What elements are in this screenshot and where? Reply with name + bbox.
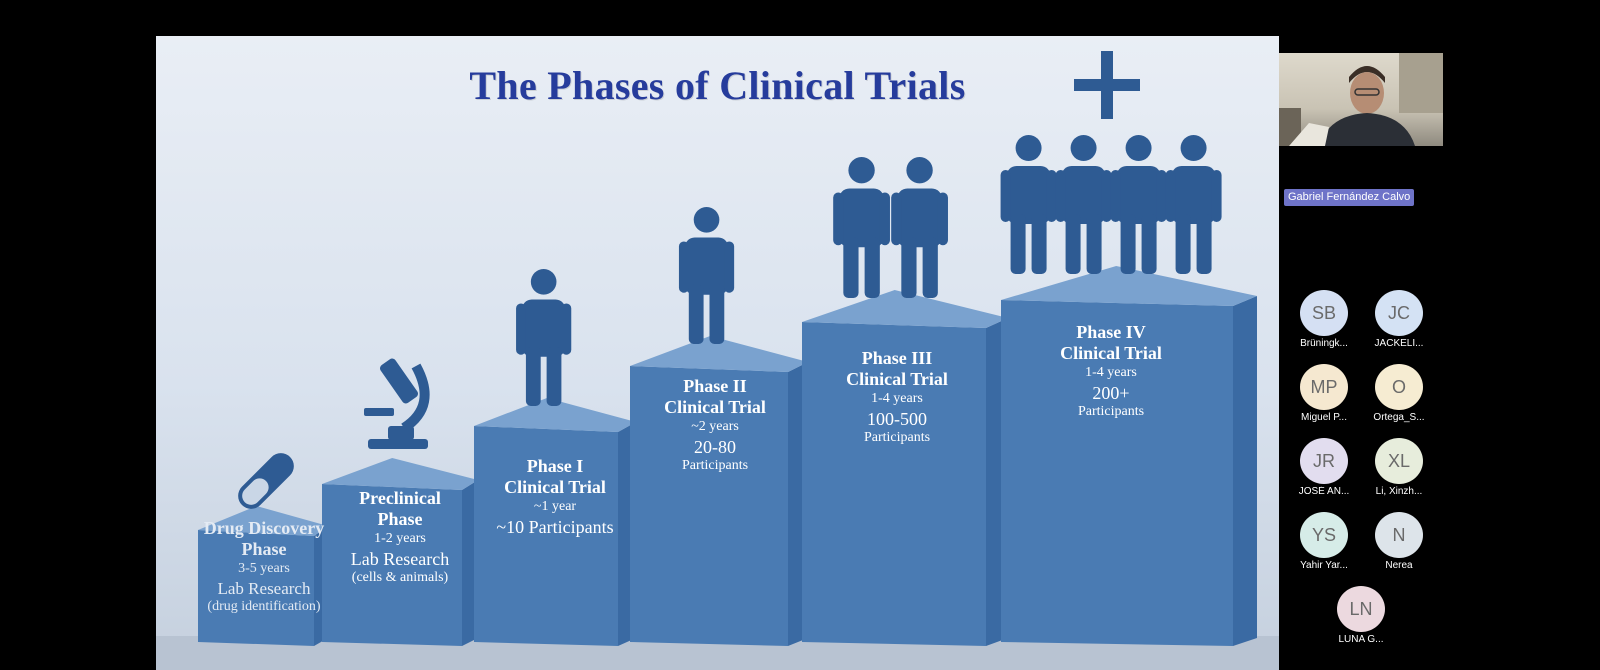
step-primary: 100-500 bbox=[867, 409, 927, 430]
person-icon bbox=[516, 268, 572, 406]
participant-name: JACKELI... bbox=[1374, 338, 1424, 349]
participant-tile[interactable]: LN LUNA G... bbox=[1323, 586, 1399, 645]
participant-tile[interactable]: O Ortega_S... bbox=[1361, 364, 1437, 423]
step-duration: 1-4 years bbox=[1085, 365, 1137, 381]
step-primary: 20-80 bbox=[694, 437, 736, 458]
participant-name: JOSÉ AN... bbox=[1298, 486, 1350, 497]
plus-icon bbox=[1074, 51, 1140, 119]
person-icon bbox=[891, 157, 948, 298]
participant-tile[interactable]: MP Miguel P... bbox=[1286, 364, 1362, 423]
participant-tile[interactable]: JC JACKELI... bbox=[1361, 290, 1437, 349]
step-name: Drug Discovery bbox=[203, 518, 325, 538]
participant-name: Ortega_S... bbox=[1373, 412, 1425, 423]
step-duration: 1-2 years bbox=[374, 531, 426, 547]
participant-tile[interactable]: N Nerea bbox=[1361, 512, 1437, 571]
avatar: YS bbox=[1300, 512, 1348, 558]
stair-front bbox=[322, 484, 462, 646]
slide-title: The Phases of Clinical Trials bbox=[469, 63, 966, 108]
person-icon bbox=[1000, 135, 1057, 274]
stair-front bbox=[1001, 300, 1233, 646]
pill-icon bbox=[238, 453, 294, 509]
stair-side bbox=[1233, 296, 1257, 646]
step-duration: 3-5 years bbox=[238, 561, 290, 577]
step-name: Clinical Trial bbox=[1060, 342, 1162, 363]
avatar: MP bbox=[1300, 364, 1348, 410]
microscope-icon bbox=[364, 358, 430, 449]
step-secondary: Participants bbox=[863, 430, 931, 446]
step-secondary: Participants bbox=[681, 458, 749, 474]
participant-tile[interactable]: SB Brüningk... bbox=[1286, 290, 1362, 349]
step-secondary: Participants bbox=[1077, 404, 1145, 420]
participant-name: Yahir Yar... bbox=[1300, 560, 1348, 571]
step-primary: Lab Research bbox=[350, 549, 450, 570]
step-duration: 1-4 years bbox=[871, 391, 923, 407]
avatar: O bbox=[1375, 364, 1423, 410]
step-primary: Lab Research bbox=[217, 579, 311, 599]
participant-tile[interactable]: JR JOSÉ AN... bbox=[1286, 438, 1362, 497]
step-name: Phase I bbox=[526, 456, 584, 476]
step-name: Phase IV bbox=[1076, 322, 1146, 342]
participant-tile[interactable]: XL Li, Xinzh... bbox=[1361, 438, 1437, 497]
stair-front bbox=[630, 366, 788, 646]
person-icon bbox=[833, 157, 890, 298]
participant-tile[interactable]: YS Yahir Yar... bbox=[1286, 512, 1362, 571]
participant-name: Brüningk... bbox=[1300, 338, 1348, 349]
step-name: Clinical Trial bbox=[504, 476, 606, 497]
step-duration: ~2 years bbox=[691, 419, 739, 435]
step-name: Phase II bbox=[683, 376, 747, 396]
step-name: Phase III bbox=[861, 348, 933, 368]
step-name: Phase bbox=[241, 538, 287, 559]
avatar: JC bbox=[1375, 290, 1423, 336]
shared-slide: The Phases of Clinical Trials Drug Disco… bbox=[156, 36, 1279, 670]
person-icon bbox=[1165, 135, 1222, 274]
avatar: SB bbox=[1300, 290, 1348, 336]
speaker-silhouette bbox=[1279, 53, 1443, 146]
stair-top bbox=[322, 458, 478, 490]
stair-top bbox=[1001, 266, 1257, 306]
step-name: Phase bbox=[377, 508, 423, 529]
avatar: N bbox=[1375, 512, 1423, 558]
participant-name: Nerea bbox=[1385, 560, 1413, 571]
speaker-video[interactable] bbox=[1279, 53, 1443, 146]
step-name: Clinical Trial bbox=[846, 368, 948, 389]
speaker-name-tag: Gabriel Fernández Calvo bbox=[1284, 189, 1415, 206]
step-primary: ~10 Participants bbox=[496, 517, 614, 538]
stairs-graphic bbox=[156, 51, 1279, 670]
avatar: XL bbox=[1375, 438, 1423, 484]
step-primary: 200+ bbox=[1092, 383, 1130, 404]
stair-top bbox=[630, 336, 808, 372]
stair-front bbox=[198, 530, 314, 646]
step-secondary: (cells & animals) bbox=[351, 570, 449, 586]
stair-top bbox=[198, 506, 328, 536]
person-icon bbox=[1055, 135, 1112, 274]
participant-name: Li, Xinzh... bbox=[1375, 486, 1423, 497]
participant-name: Miguel P... bbox=[1301, 412, 1347, 423]
stair-top bbox=[474, 398, 636, 432]
avatar: JR bbox=[1300, 438, 1348, 484]
avatar: LN bbox=[1337, 586, 1385, 632]
participant-name: LUNA G... bbox=[1338, 634, 1384, 645]
step-name: Clinical Trial bbox=[664, 396, 766, 417]
person-icon bbox=[678, 206, 735, 344]
step-name: Preclinical bbox=[359, 488, 441, 508]
stair-front bbox=[802, 322, 986, 646]
step-secondary: (drug identification) bbox=[207, 599, 321, 615]
stair-top bbox=[802, 290, 1008, 328]
step-duration: ~1 year bbox=[533, 499, 577, 515]
stair-front bbox=[474, 426, 618, 646]
person-icon bbox=[1110, 135, 1167, 274]
